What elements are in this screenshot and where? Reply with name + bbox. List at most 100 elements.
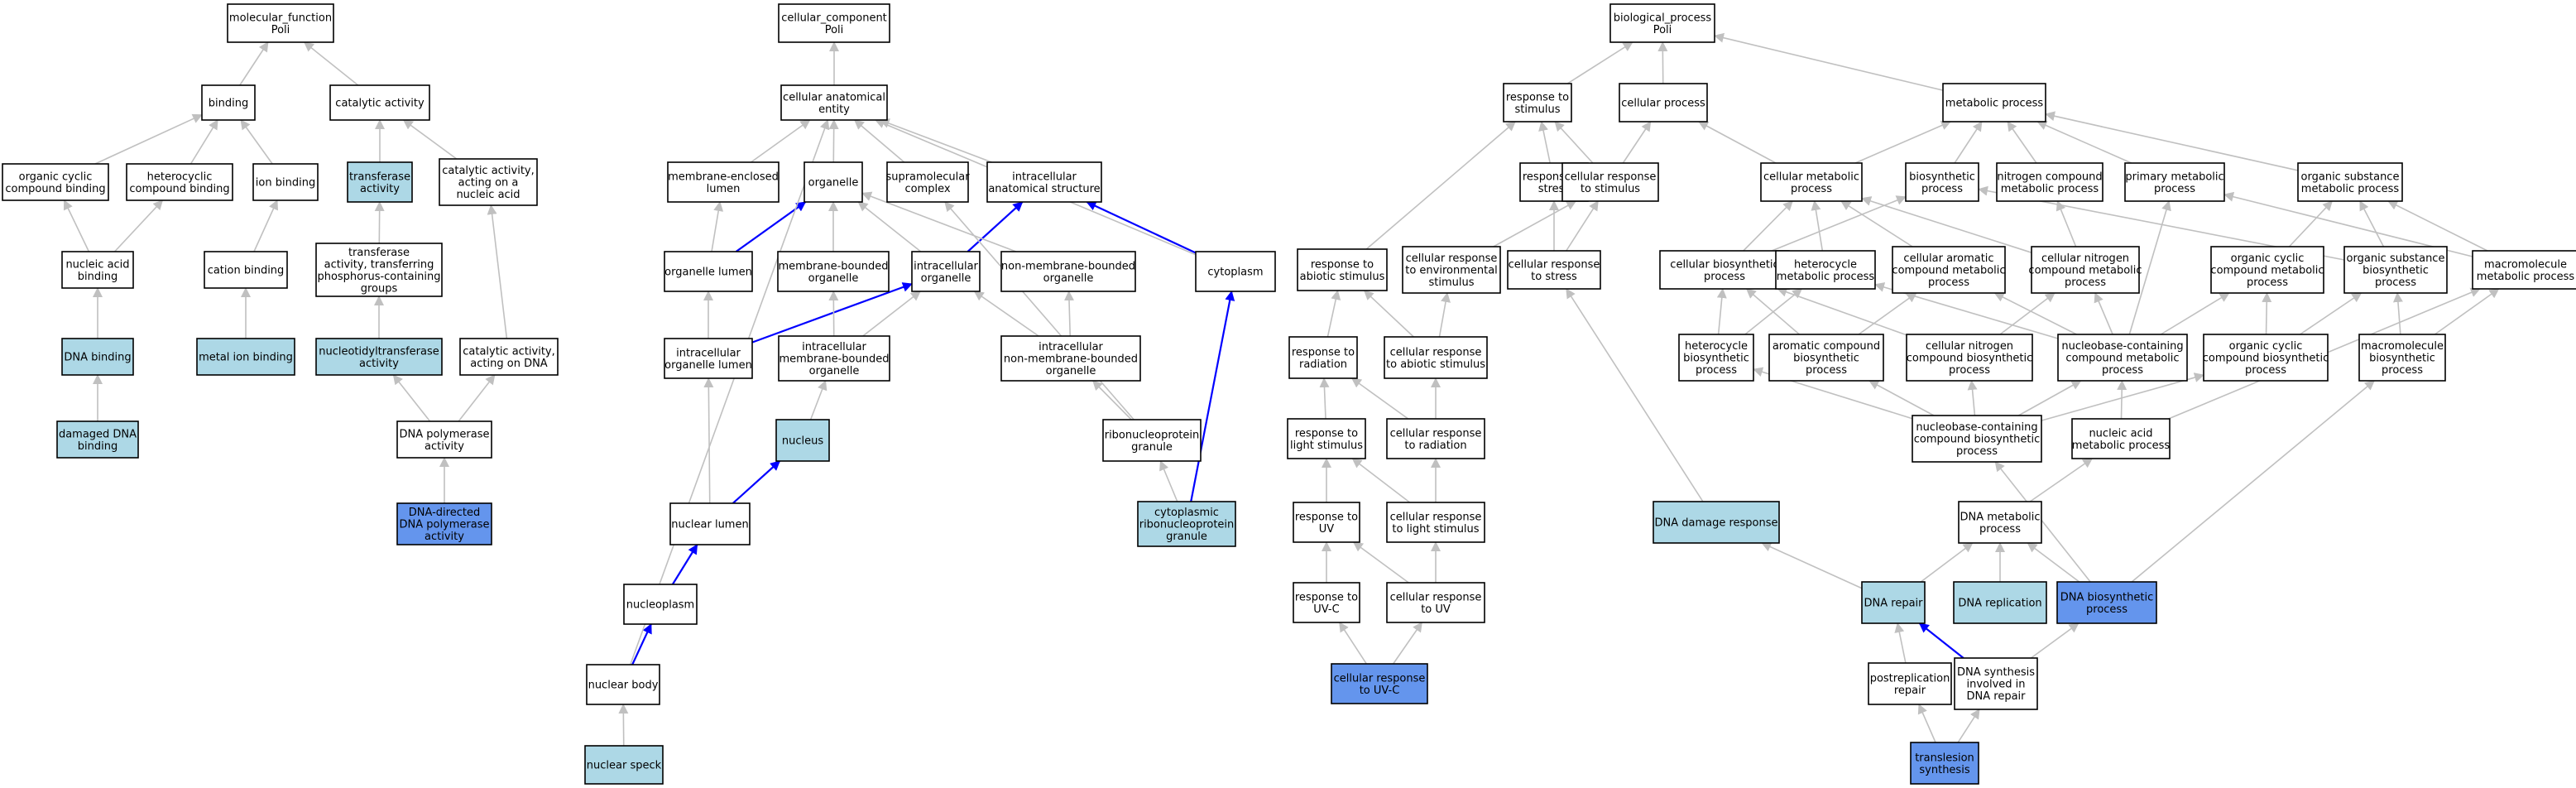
go-term-catdna[interactable]: catalytic activity,acting on DNA [459, 338, 559, 376]
term-label: process [2245, 364, 2286, 377]
go-term-orglumen[interactable]: organelle lumen [664, 251, 753, 292]
go-term-organelle[interactable]: organelle [804, 161, 863, 203]
term-label: organic substance [2301, 171, 2400, 183]
go-term-nuclumen[interactable]: nuclear lumen [669, 502, 751, 545]
go-term-cp[interactable]: cellular process [1619, 83, 1708, 123]
term-label: stimulus [1428, 276, 1474, 289]
go-term-ionb[interactable]: ion binding [252, 163, 319, 201]
edge-iol-to-intorg [751, 282, 913, 344]
go-term-nucleoplasm[interactable]: nucleoplasm [623, 584, 698, 625]
term-label: process [1928, 276, 1969, 289]
term-box [778, 3, 890, 43]
term-label: repair [1894, 685, 1926, 697]
term-label: primary metabolic [2125, 171, 2223, 183]
edge-dnabp-to-mbp [2131, 380, 2375, 583]
go-term-metalb[interactable]: metal ion binding [196, 338, 295, 376]
term-label: to UV [1421, 603, 1451, 616]
go-term-cationb[interactable]: cation binding [204, 251, 288, 289]
go-term-nucspeck[interactable]: nuclear speck [584, 745, 664, 785]
go-term-cytoplasm[interactable]: cytoplasm [1195, 251, 1276, 292]
term-label: process [2086, 603, 2127, 616]
term-label: to stimulus [1581, 183, 1640, 195]
go-term-nucbody[interactable]: nuclear body [586, 664, 660, 705]
go-term-ddr[interactable]: DNA damage response [1653, 501, 1780, 544]
go-term-mp[interactable]: metabolic process [1942, 83, 2046, 123]
go-term-dnarepair[interactable]: DNA repair [1861, 581, 1926, 624]
go-term-dnarep[interactable]: DNA replication [1953, 581, 2047, 624]
term-label: organelle [808, 272, 859, 285]
term-label: cellular response [1390, 511, 1482, 523]
term-label: response to [1506, 91, 1569, 103]
go-term-nucleus[interactable]: nucleus [775, 419, 830, 462]
edge-rtstress-to-rts [1538, 121, 1551, 164]
go-term-binding[interactable]: binding [201, 84, 256, 121]
go-term-inmbo[interactable]: intracellularnon-membrane-boundedorganel… [1000, 335, 1141, 382]
go-term-dnab[interactable]: DNA binding [61, 338, 134, 376]
go-term-catalytic[interactable]: catalytic activity [329, 84, 430, 121]
